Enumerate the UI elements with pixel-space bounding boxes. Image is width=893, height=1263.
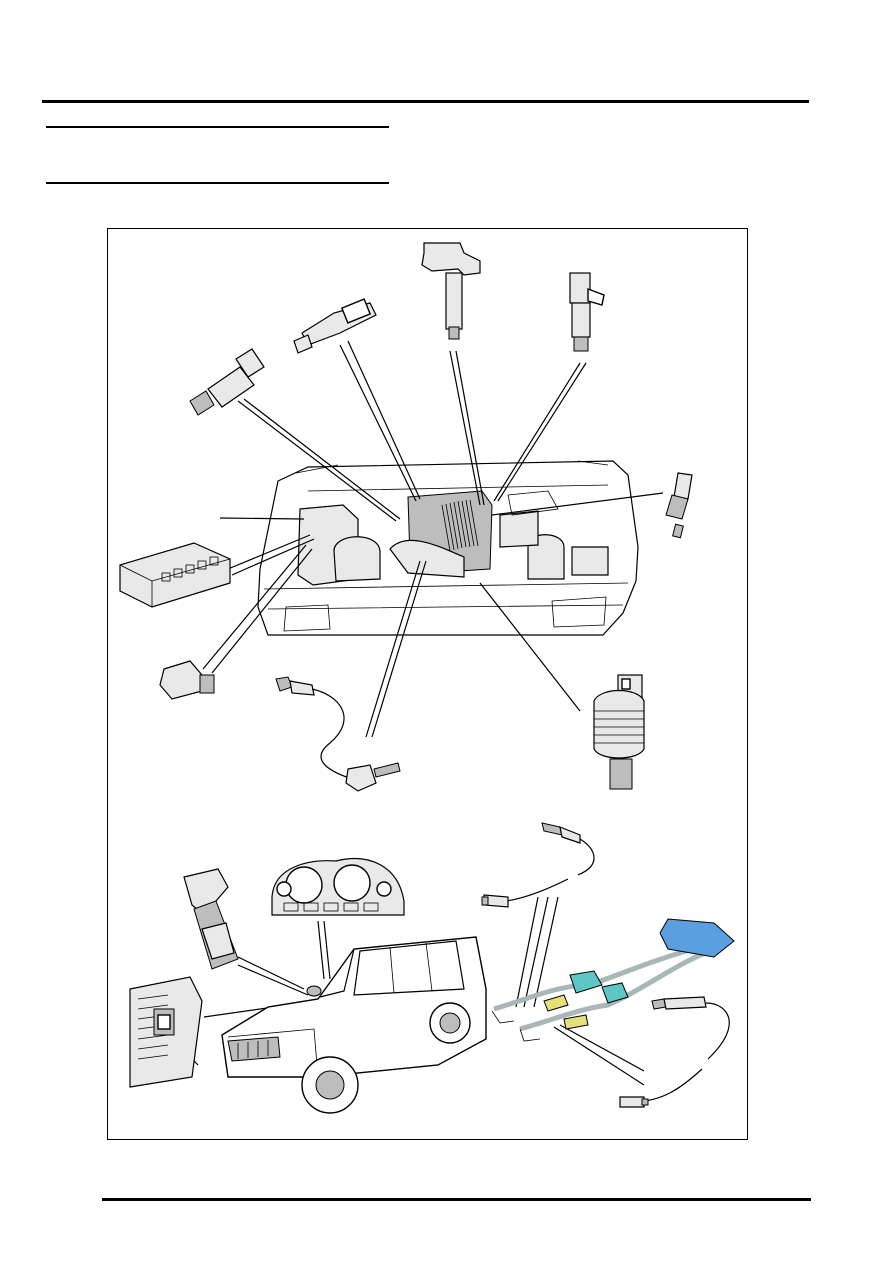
brake-pedal-switch — [129, 976, 203, 1088]
vehicle — [221, 936, 487, 1114]
catalytic-converters — [491, 918, 735, 1042]
section-title-rule-bottom — [46, 182, 389, 184]
component-illustration — [119, 242, 735, 1114]
idle-air-control-valve — [593, 674, 645, 790]
engine-bay — [257, 460, 639, 636]
throttle-position-sensor — [293, 298, 377, 354]
fuel-injector — [569, 272, 605, 352]
engine-control-module — [119, 542, 231, 608]
instrument-pack — [271, 858, 405, 916]
heated-oxygen-sensors — [481, 822, 730, 1108]
component-location-figure — [107, 228, 748, 1140]
header-rule — [42, 100, 809, 103]
section-title-rule-top — [46, 126, 389, 128]
crankshaft-position-sensor — [275, 676, 401, 792]
pressure-switch — [189, 348, 265, 416]
ignition-coil — [421, 242, 481, 340]
footer-rule — [102, 1198, 811, 1201]
diagnostic-socket — [183, 868, 239, 970]
spark-plug — [665, 472, 693, 539]
temperature-sensor — [159, 660, 215, 700]
